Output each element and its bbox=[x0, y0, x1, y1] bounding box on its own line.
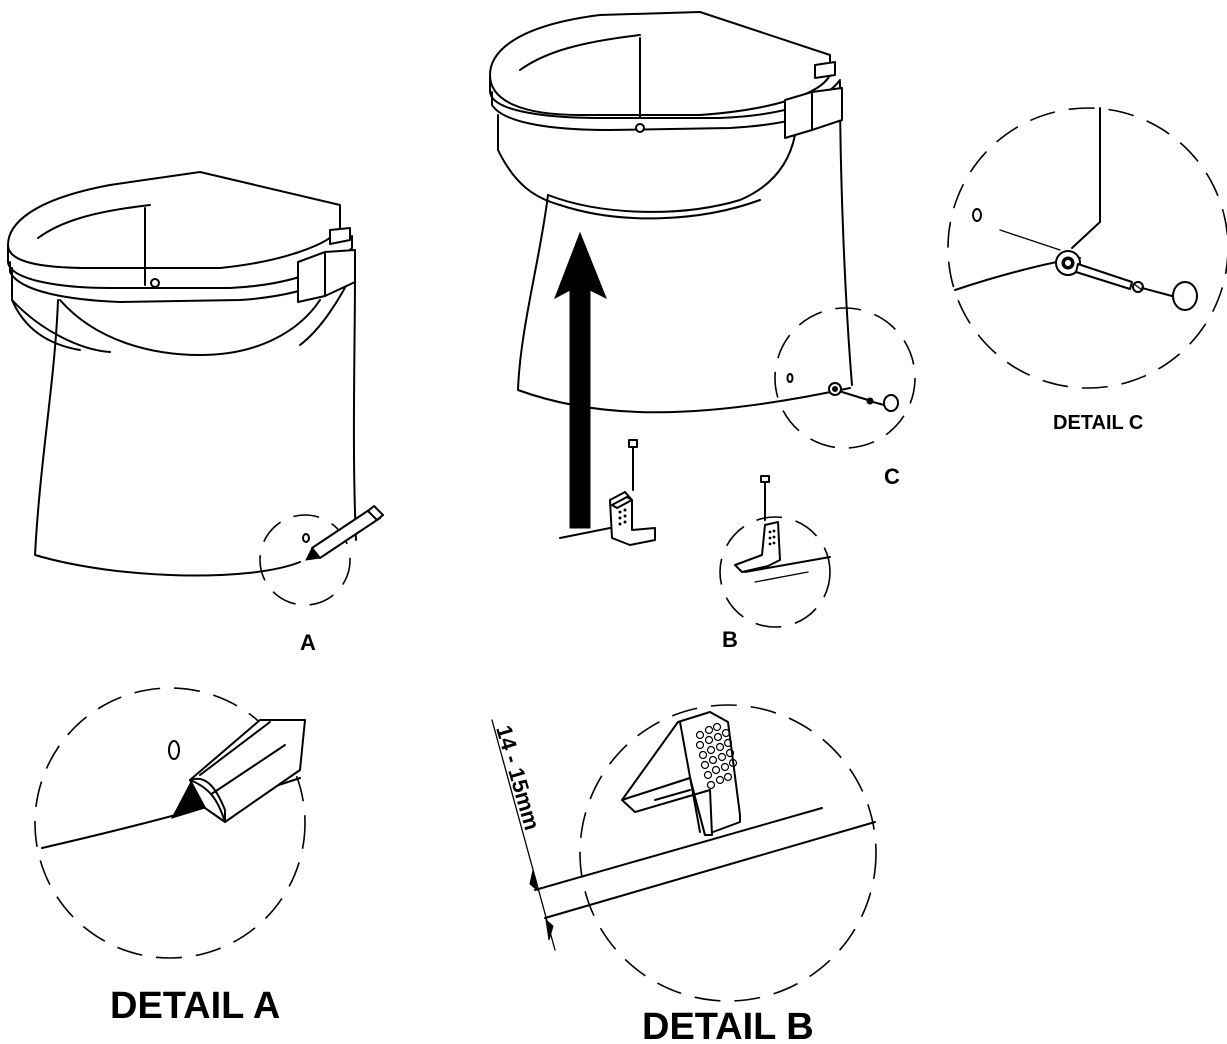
label-a: A bbox=[300, 630, 316, 655]
pencil-icon bbox=[305, 505, 384, 561]
detail-c bbox=[947, 107, 1227, 389]
screw-icon bbox=[828, 382, 899, 412]
detail-b-marker bbox=[719, 516, 831, 628]
mounting-bracket-icon-detail bbox=[621, 711, 741, 836]
detail-b-title: DETAIL B bbox=[642, 1006, 814, 1044]
detail-b bbox=[491, 704, 877, 1002]
pencil-icon-detail bbox=[171, 719, 306, 823]
screw-icon-detail bbox=[1055, 250, 1198, 311]
dimension-label: 14 - 15mm bbox=[491, 722, 545, 832]
label-b: B bbox=[722, 627, 738, 652]
mounting-bracket-icon bbox=[609, 439, 656, 546]
label-c: C bbox=[884, 464, 900, 489]
mounting-bracket-icon-small bbox=[734, 475, 831, 583]
detail-c-marker bbox=[774, 307, 916, 449]
lifted-toilet-icon bbox=[489, 11, 916, 449]
detail-a-title: DETAIL A bbox=[110, 985, 280, 1027]
detail-a bbox=[34, 687, 306, 959]
detail-c-title: DETAIL C bbox=[1053, 412, 1143, 434]
detail-a-marker bbox=[259, 514, 351, 606]
left-toilet-icon bbox=[7, 171, 384, 606]
up-arrow-icon bbox=[554, 231, 607, 529]
